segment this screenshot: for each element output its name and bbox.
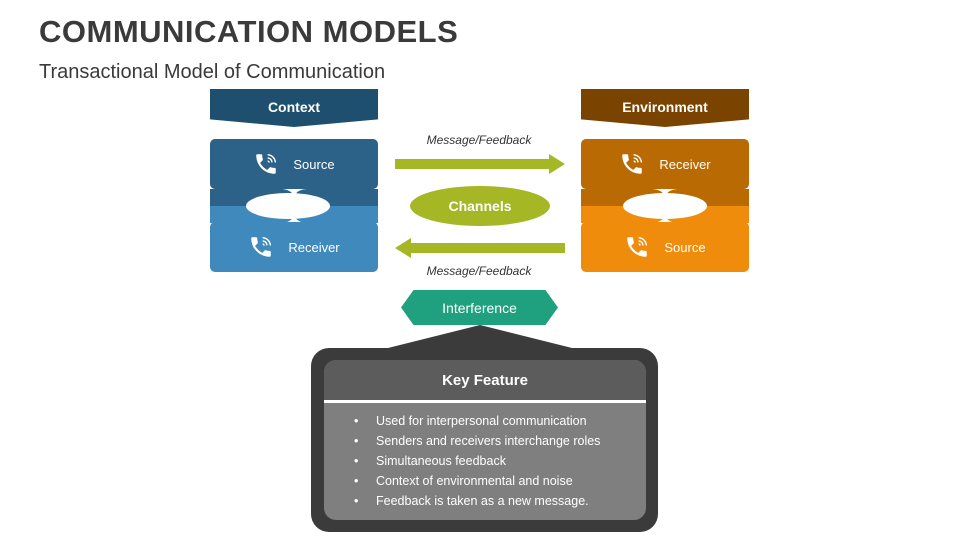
top-arrow-label: Message/Feedback <box>426 133 532 147</box>
context-header-label: Context <box>267 99 321 115</box>
channels-ellipse: Channels <box>410 186 550 226</box>
key-feature-heading: Key Feature <box>324 360 646 403</box>
right-source-block: Source <box>581 222 749 272</box>
left-source-block: Source <box>210 139 378 189</box>
right-source-label: Source <box>664 239 706 255</box>
interference-badge: Interference <box>401 290 558 325</box>
list-item: Feedback is taken as a new message. <box>354 491 646 511</box>
left-source-label: Source <box>293 156 335 172</box>
left-connector <box>210 189 378 223</box>
left-receiver-label: Receiver <box>288 239 340 255</box>
right-receiver-label: Receiver <box>659 156 711 172</box>
list-item: Used for interpersonal communication <box>354 411 646 431</box>
phone-ringing-icon <box>256 154 277 174</box>
key-feature-panel: Key Feature Used for interpersonal commu… <box>324 360 646 520</box>
left-arrow <box>395 238 565 258</box>
key-feature-list: Used for interpersonal communication Sen… <box>324 403 646 511</box>
page-subtitle: Transactional Model of Communication <box>39 61 386 83</box>
left-receiver-block: Receiver <box>210 222 378 272</box>
right-connector <box>581 189 749 223</box>
interference-label: Interference <box>442 299 517 316</box>
channels-label: Channels <box>448 198 512 214</box>
page-title: COMMUNICATION MODELS <box>39 14 459 49</box>
phone-ringing-icon <box>251 237 272 257</box>
right-arrow <box>395 154 565 174</box>
phone-ringing-icon <box>622 154 643 174</box>
list-item: Senders and receivers interchange roles <box>354 431 646 451</box>
phone-ringing-icon <box>627 237 648 257</box>
list-item: Context of environmental and noise <box>354 471 646 491</box>
environment-header: Environment <box>581 89 749 127</box>
bottom-arrow-label: Message/Feedback <box>426 264 532 278</box>
right-receiver-block: Receiver <box>581 139 749 189</box>
environment-header-label: Environment <box>622 99 708 115</box>
context-header: Context <box>210 89 378 127</box>
list-item: Simultaneous feedback <box>354 451 646 471</box>
